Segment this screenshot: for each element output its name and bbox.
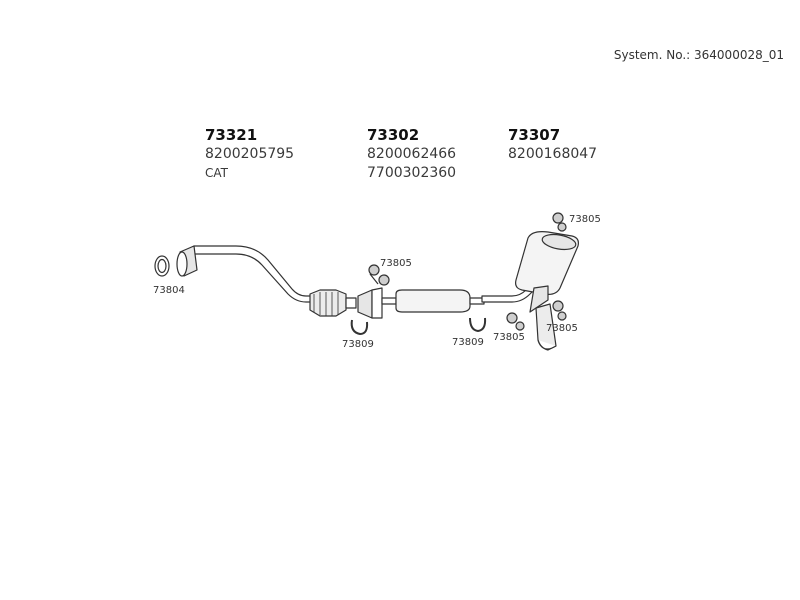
part-group-rear-silencer: 73307 8200168047 — [508, 126, 597, 164]
callout-hanger-bottom-left: 73805 — [493, 332, 525, 343]
front-pipe — [176, 245, 313, 303]
part-number: 73321 — [205, 126, 258, 144]
clamp-ring — [350, 319, 369, 335]
oem-number: 8200062466 — [367, 146, 457, 162]
rear-silencer — [515, 231, 579, 313]
rubber-hanger — [368, 264, 390, 286]
tail-pipe — [535, 303, 557, 351]
part-number: 73302 — [367, 126, 420, 144]
callout-hanger-top: 73805 — [569, 214, 601, 225]
system-number: System. No.: 364000028_01 — [613, 48, 784, 62]
catalytic-converter — [309, 289, 357, 317]
gasket-ring — [154, 255, 170, 277]
oem-number: 8200205795 — [205, 146, 295, 162]
part-note: CAT — [205, 166, 228, 180]
callout-hanger-bottom-right: 73805 — [546, 323, 578, 334]
middle-silencer — [381, 289, 485, 313]
part-number: 73307 — [508, 126, 561, 144]
part-group-middle-silencer: 73302 8200062466 7700302360 — [367, 126, 456, 183]
middle-flange — [357, 287, 383, 319]
callout-gasket: 73804 — [153, 285, 185, 296]
rubber-hanger — [506, 312, 525, 331]
part-group-front-pipe: 73321 8200205795 CAT — [205, 126, 294, 183]
clamp-ring — [469, 317, 487, 332]
callout-hanger-mid: 73805 — [380, 258, 412, 269]
oem-number: 8200168047 — [508, 146, 598, 162]
callout-clamp-right: 73809 — [452, 337, 484, 348]
rubber-hanger — [552, 300, 567, 321]
rubber-hanger — [552, 212, 567, 232]
callout-clamp-left: 73809 — [342, 339, 374, 350]
oem-number: 7700302360 — [367, 165, 457, 181]
